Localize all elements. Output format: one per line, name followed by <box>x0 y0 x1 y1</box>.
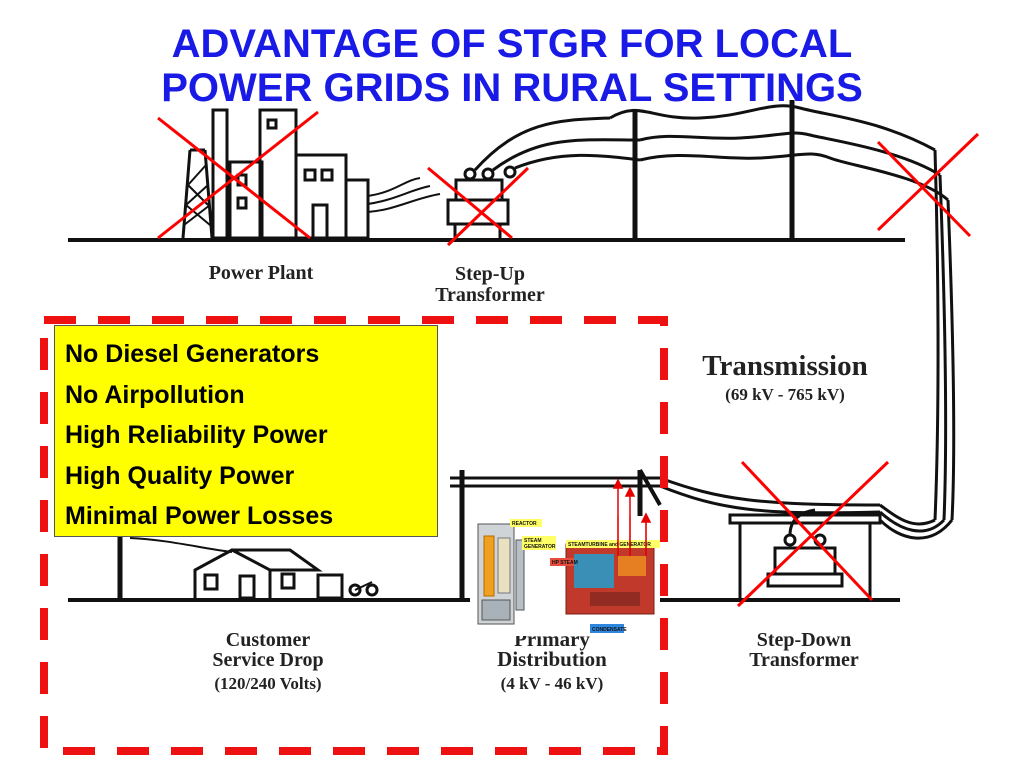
customer-house-drawing <box>117 530 379 600</box>
inset-label-steam-1: STEAM <box>524 538 542 544</box>
page-title-line2: POWER GRIDS IN RURAL SETTINGS <box>161 66 863 110</box>
label-primary-line2: Distribution <box>497 647 607 671</box>
cross-step-down-icon <box>736 460 890 608</box>
cross-power-plant-icon <box>157 110 319 240</box>
inset-label-hp-steam: HP STEAM <box>552 560 578 566</box>
red-cross-marks <box>157 110 980 608</box>
label-step-down-line2: Transformer <box>749 649 859 671</box>
step-up-transformer-drawing <box>446 116 641 238</box>
page-title-line1: ADVANTAGE OF STGR FOR LOCAL <box>171 22 853 66</box>
advantage-item: Minimal Power Losses <box>65 502 334 530</box>
label-transmission: Transmission <box>702 350 867 382</box>
label-customer-line3: (120/240 Volts) <box>214 674 321 693</box>
advantage-item: No Airpollution <box>65 380 245 409</box>
inset-label-turbine: STEAMTURBINE and GENERATOR <box>568 542 651 548</box>
label-step-up-line1: Step-Up <box>455 263 525 285</box>
label-step-up-line2: Transformer <box>435 284 545 306</box>
advantages-box: No Diesel Generators No Airpollution Hig… <box>54 325 438 537</box>
label-transmission-voltage: (69 kV - 765 kV) <box>725 385 845 404</box>
advantage-item: High Quality Power <box>65 461 295 490</box>
power-plant-drawing <box>181 108 441 240</box>
inset-label-steam-2: GENERATOR <box>524 544 556 550</box>
transmission-lines-drawing <box>609 100 956 540</box>
inset-label-reactor: REACTOR <box>512 521 537 527</box>
label-power-plant: Power Plant <box>209 262 314 284</box>
label-customer-line2: Service Drop <box>212 649 323 671</box>
reactor-inset-schematic: REACTOR STEAM GENERATOR STEAMTURBINE and… <box>470 516 660 636</box>
step-down-transformer-drawing <box>728 508 882 598</box>
dashed-red-boundary <box>40 316 668 755</box>
advantage-item: No Diesel Generators <box>65 340 320 368</box>
label-primary-line3: (4 kV - 46 kV) <box>501 674 604 693</box>
label-customer-line1: Customer <box>226 629 311 651</box>
inset-label-condensate: CONDENSATE <box>592 627 627 633</box>
cross-transmission-icon <box>876 132 980 238</box>
cross-step-up-icon <box>427 166 530 247</box>
label-step-down-line1: Step-Down <box>757 629 851 651</box>
advantage-item: High Reliability Power <box>65 421 328 449</box>
